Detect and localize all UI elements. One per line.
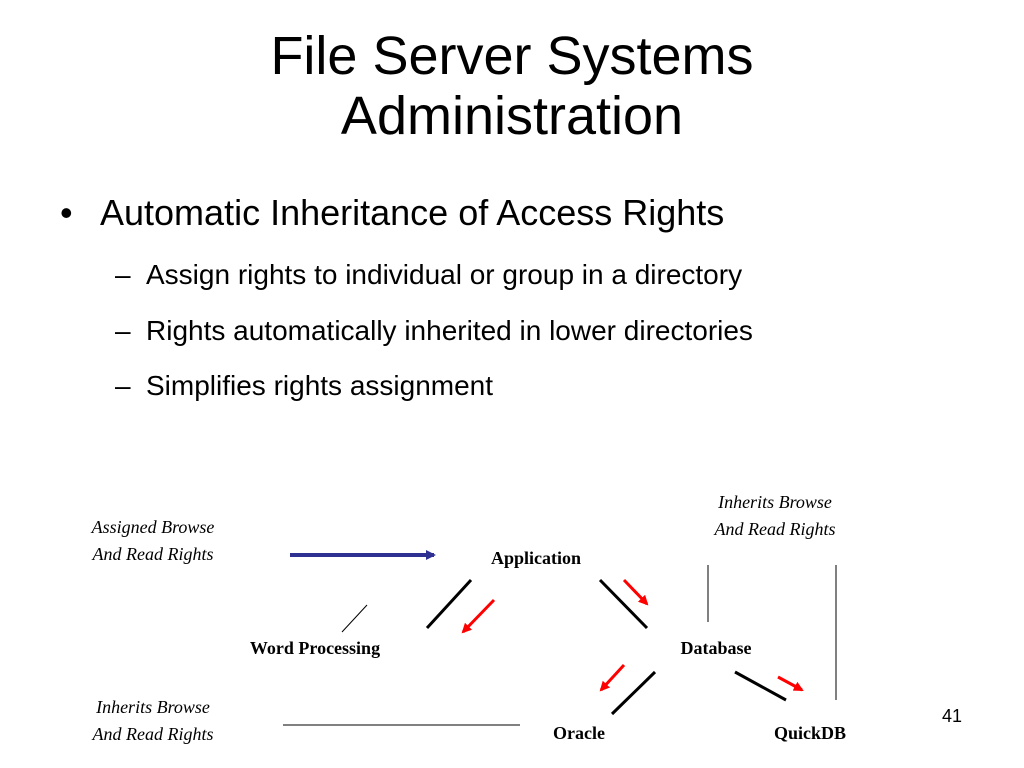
sub-bullet-2: –Rights automatically inherited in lower… — [115, 314, 753, 348]
tree-line-app-database — [598, 578, 649, 630]
note-inherits-top-line1: Inherits Browse — [717, 492, 832, 512]
slide-title: File Server Systems Administration — [0, 26, 1024, 146]
inherit-arrow-word — [461, 598, 496, 634]
inherit-arrow-database — [622, 578, 649, 606]
note-assigned-line1: Assigned Browse — [91, 517, 215, 537]
main-bullet: • Automatic Inheritance of Access Rights — [60, 190, 724, 236]
page-number: 41 — [941, 706, 962, 726]
node-quickdb: QuickDB — [774, 723, 846, 743]
sub-bullet-text: Assign rights to individual or group in … — [146, 259, 743, 290]
node-oracle: Oracle — [553, 723, 605, 743]
note-assigned-line2: And Read Rights — [92, 544, 214, 564]
main-bullet-text: Automatic Inheritance of Access Rights — [100, 192, 725, 233]
tree-line-app-word — [425, 578, 473, 630]
callout-line-word — [341, 604, 368, 633]
tree-line-database-oracle — [610, 670, 657, 716]
bullet-mark: • — [60, 192, 73, 233]
sub-bullet-1: –Assign rights to individual or group in… — [115, 258, 742, 292]
sub-bullet-text: Simplifies rights assignment — [146, 370, 494, 401]
node-word-processing: Word Processing — [250, 638, 380, 658]
slide-title-line2: Administration — [340, 86, 684, 146]
dash-mark: – — [115, 259, 131, 290]
slide-title-line1: File Server Systems — [270, 26, 754, 86]
node-database: Database — [681, 638, 752, 658]
note-inherits-bottom-line2: And Read Rights — [92, 724, 214, 744]
dash-mark: – — [115, 315, 131, 346]
inherit-arrow-oracle — [599, 663, 626, 692]
dash-mark: – — [115, 370, 131, 401]
note-inherits-top-line2: And Read Rights — [714, 519, 836, 539]
node-application: Application — [491, 548, 581, 568]
sub-bullet-3: –Simplifies rights assignment — [115, 369, 493, 403]
tree-line-database-quickdb — [734, 670, 787, 702]
sub-bullet-text: Rights automatically inherited in lower … — [146, 315, 753, 346]
note-inherits-bottom-line1: Inherits Browse — [95, 697, 210, 717]
inherit-arrow-quickdb — [777, 675, 804, 692]
